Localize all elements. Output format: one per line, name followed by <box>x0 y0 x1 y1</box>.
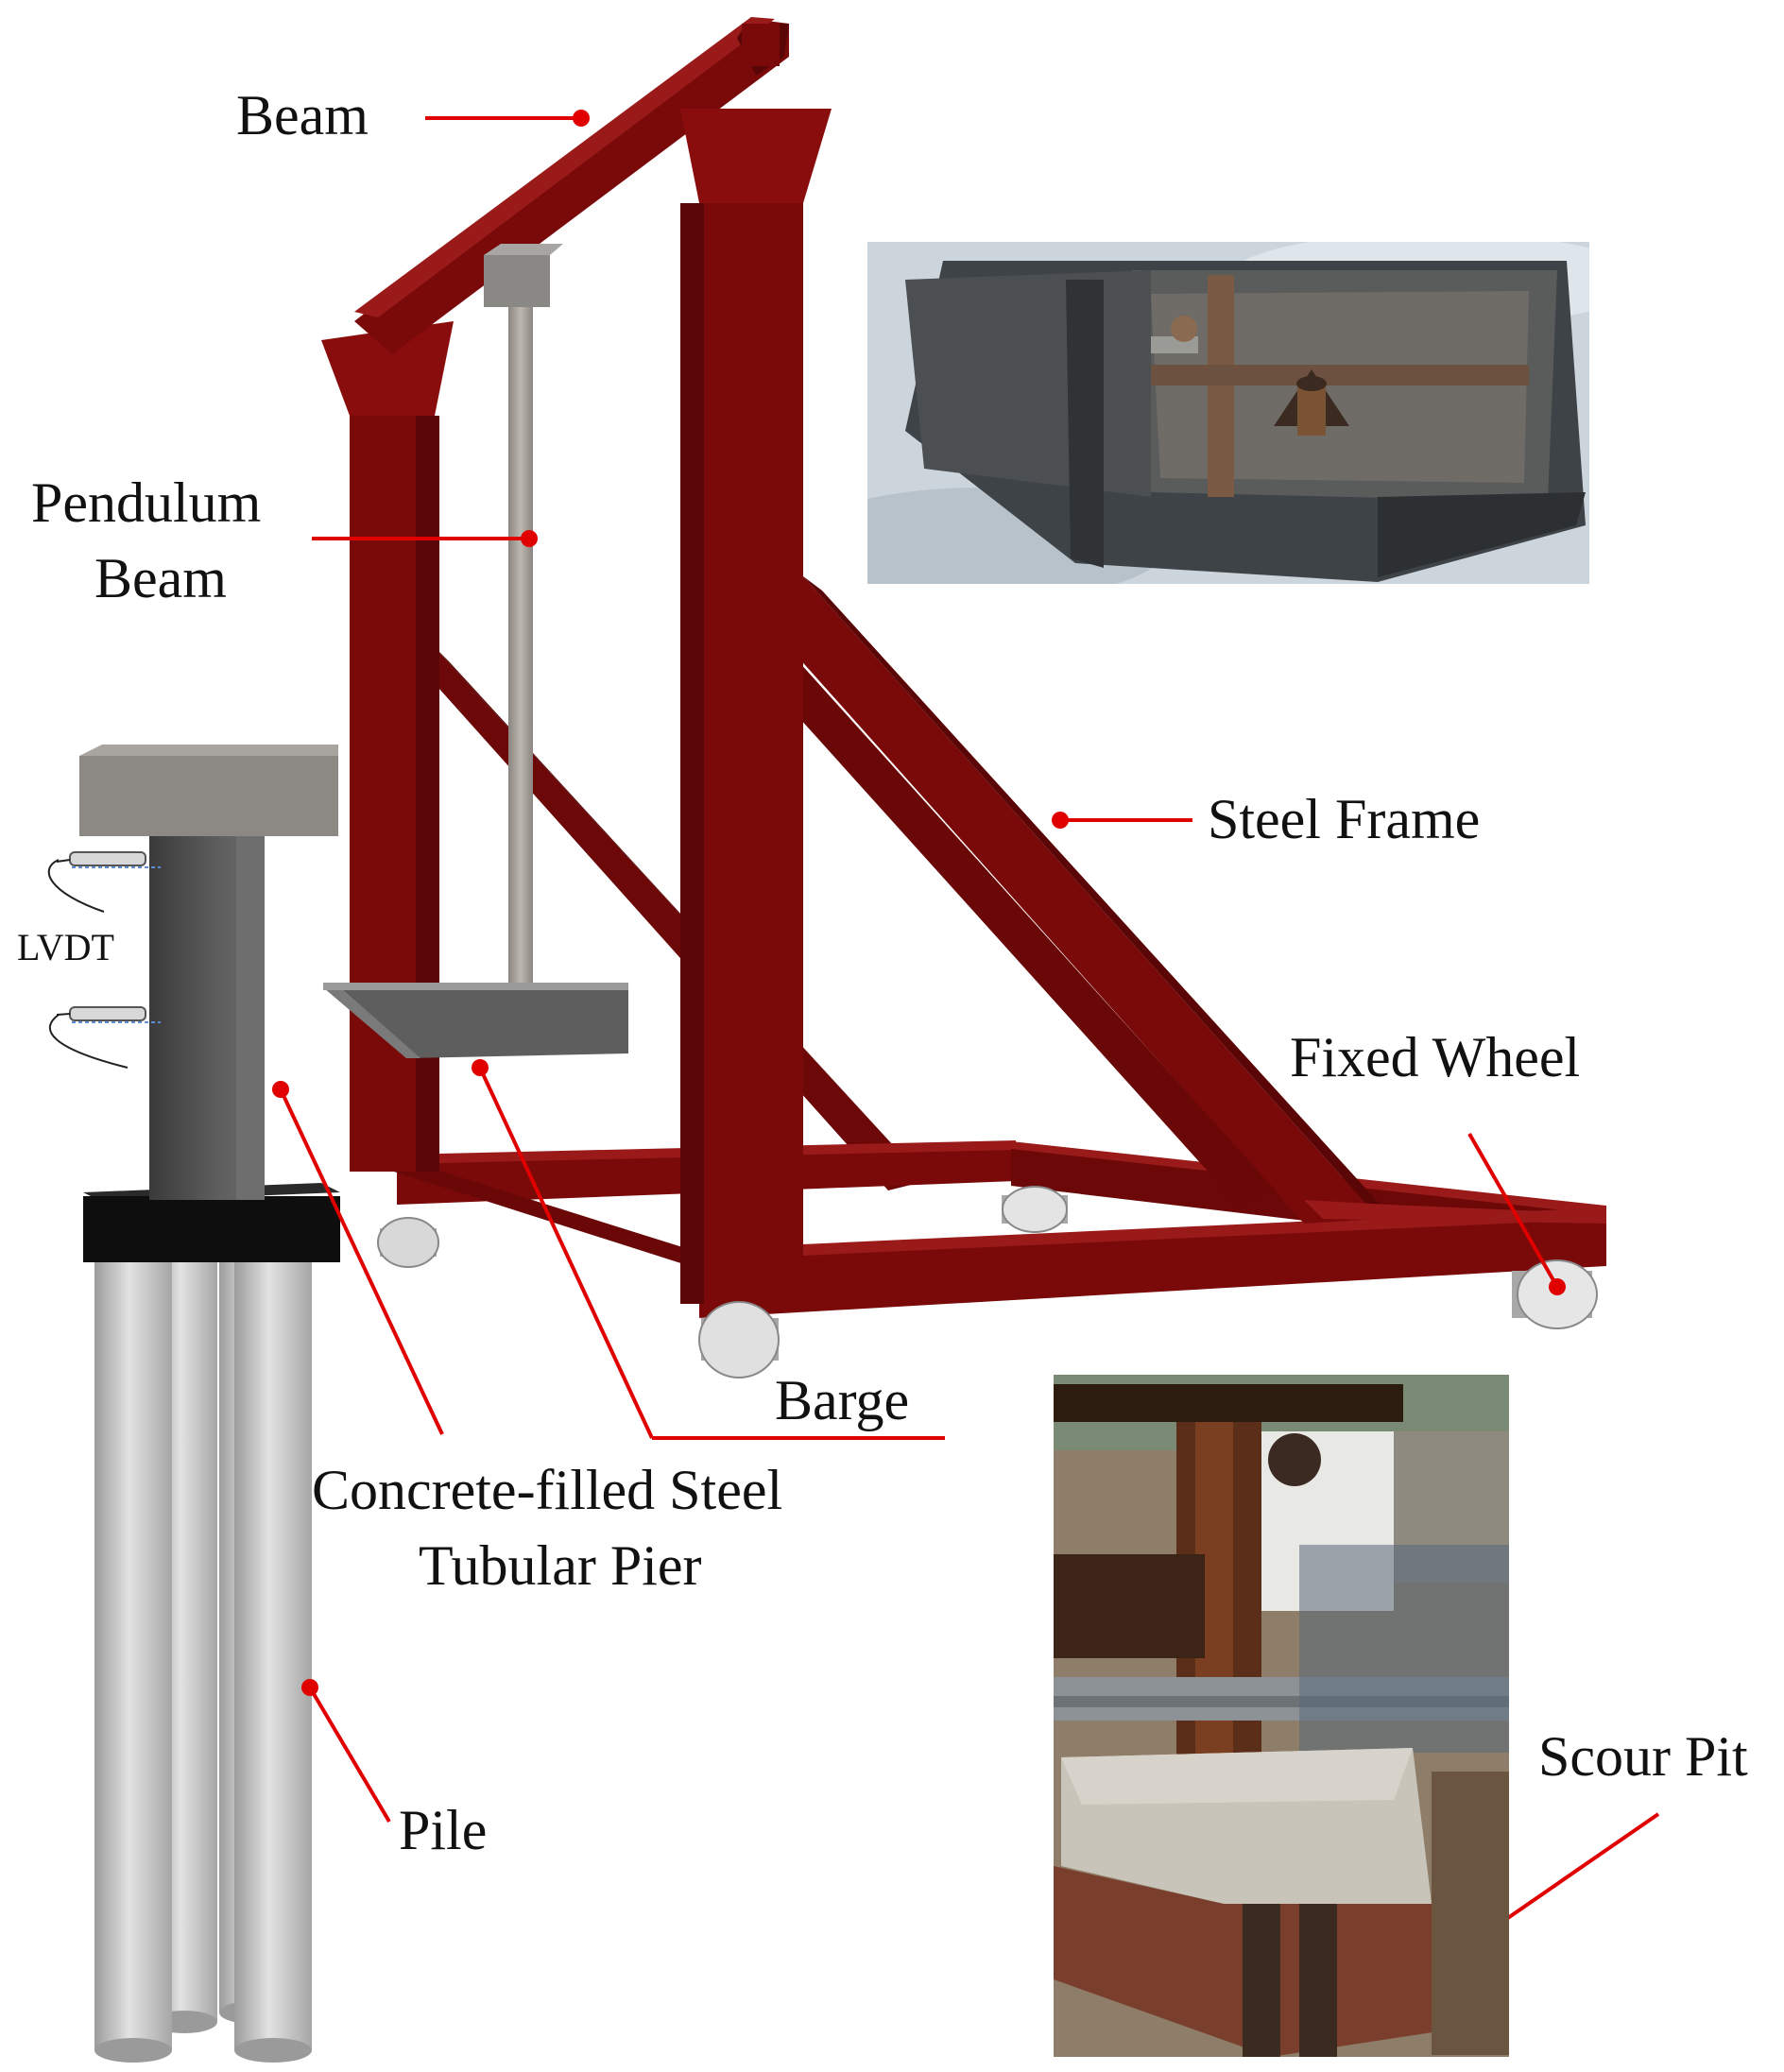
pile-label: Pile <box>399 1799 488 1861</box>
pier-label-line2: Tubular Pier <box>419 1534 702 1597</box>
wheels <box>377 1186 1598 1378</box>
pendulum-beam-marker-dot <box>521 530 538 547</box>
beam-marker-dot <box>573 110 590 127</box>
barge-model <box>323 983 628 1058</box>
scour-pit-photo <box>1054 1375 1509 2057</box>
scour-pit-label: Scour Pit <box>1538 1725 1748 1788</box>
barge-marker-dot <box>472 1059 489 1076</box>
pendulum-beam <box>484 244 563 987</box>
barge-photo-image <box>867 242 1589 584</box>
beam-label: Beam <box>236 84 369 146</box>
pile-front-right <box>234 1238 312 2050</box>
concrete-filled-steel-tubular-pier <box>149 836 265 1200</box>
lvdt-label: LVDT <box>17 926 114 968</box>
barge-label: Barge <box>775 1369 910 1431</box>
pier-label-line1: Concrete-filled Steel <box>312 1459 783 1521</box>
pile-front-left <box>94 1238 172 2050</box>
steel-frame <box>321 17 1606 1318</box>
barge-photo <box>867 242 1589 584</box>
fixed-wheel-marker-dot <box>1549 1278 1566 1295</box>
pendulum-beam-label-line2: Beam <box>94 547 227 609</box>
pile-group <box>94 1228 312 2063</box>
pile-marker-dot <box>301 1679 318 1696</box>
pendulum-beam-label-line1: Pendulum <box>31 471 262 534</box>
steel-frame-label: Steel Frame <box>1208 788 1481 850</box>
pier-marker-dot <box>272 1081 289 1098</box>
scour-pit-photo-image <box>1054 1375 1509 2057</box>
pier-cap-beam <box>79 745 338 836</box>
fixed-wheel-label: Fixed Wheel <box>1290 1026 1581 1088</box>
lvdt-sensors <box>47 851 161 1069</box>
steel-frame-marker-dot <box>1052 812 1069 829</box>
